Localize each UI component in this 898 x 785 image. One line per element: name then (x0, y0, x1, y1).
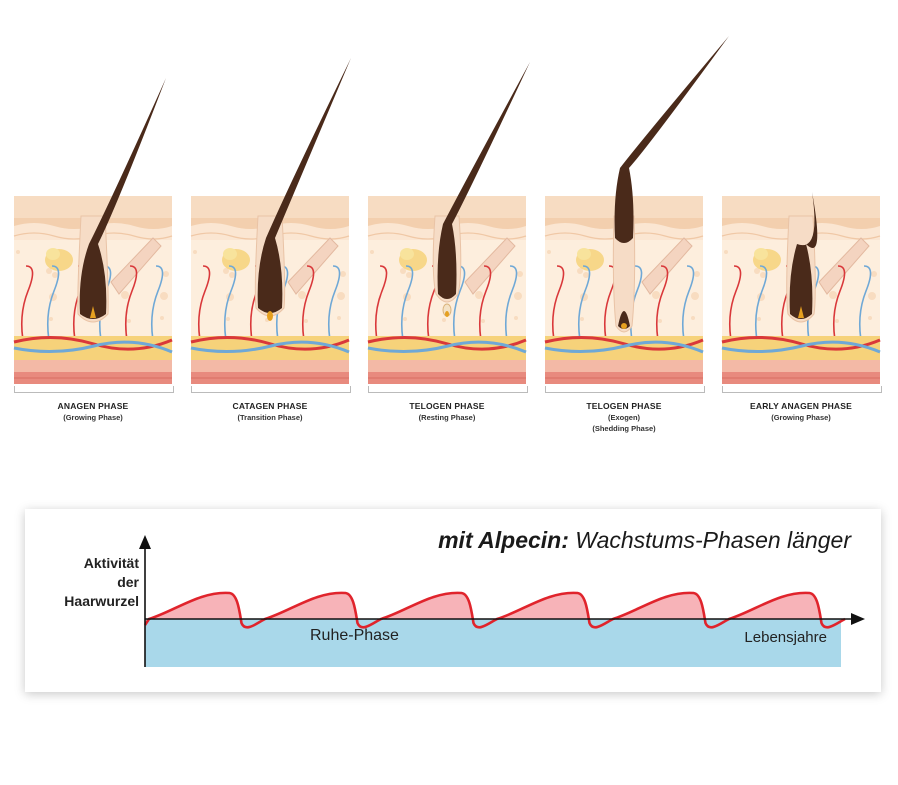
panel-catagen (190, 58, 351, 384)
phase-title: CATAGEN PHASE (232, 401, 308, 411)
panel-telogen (367, 62, 530, 384)
panel-bracket (545, 386, 705, 393)
hair-follicle-illustration (721, 192, 881, 384)
time-axis-label: Lebensjahre (744, 629, 827, 646)
hair-follicle-illustration (13, 78, 173, 384)
phase-subtitle: (Resting Phase) (418, 413, 476, 422)
phase-title: TELOGEN PHASE (409, 401, 485, 411)
hair-follicle-illustration (367, 62, 530, 384)
growth-phase-area (729, 592, 822, 619)
growth-phase-area (381, 592, 474, 619)
phase-subtitle: (Growing Phase) (771, 413, 831, 422)
y-axis-label-line: Aktivität (83, 555, 139, 571)
phase-subtitle-secondary: (Shedding Phase) (592, 424, 656, 433)
rest-phase-label: Ruhe-Phase (310, 627, 399, 644)
y-axis-arrow (139, 535, 151, 549)
chart-title: mit Alpecin: Wachstums-Phasen länger (438, 527, 851, 554)
y-axis-label: Aktivität der Haarwurzel (39, 554, 139, 611)
phase-title: TELOGEN PHASE (586, 401, 662, 411)
panel-bracket (722, 386, 882, 393)
y-axis-label-line: Haarwurzel (64, 593, 139, 609)
panel-exogen (544, 36, 729, 384)
phase-caption-early-anagen: EARLY ANAGEN PHASE (Growing Phase) (716, 401, 886, 423)
phase-title: EARLY ANAGEN PHASE (749, 401, 852, 411)
y-axis-label-line: der (117, 574, 139, 590)
rest-phase-band (145, 619, 841, 667)
hair-follicle-illustration (544, 36, 729, 384)
growth-phase-area (265, 592, 358, 619)
growth-phase-area (149, 592, 242, 619)
phase-caption-exogen: TELOGEN PHASE (Exogen) (Shedding Phase) (539, 401, 709, 434)
phase-subtitle: (Growing Phase) (63, 413, 123, 422)
chart-title-text: Wachstums-Phasen länger (568, 527, 851, 553)
phase-caption-anagen: ANAGEN PHASE (Growing Phase) (8, 401, 178, 423)
activity-chart (139, 535, 865, 667)
growth-phase-area (613, 592, 706, 619)
phase-subtitle: (Transition Phase) (237, 413, 303, 422)
panel-bracket (191, 386, 351, 393)
x-axis-arrow (851, 613, 865, 625)
phase-title: ANAGEN PHASE (57, 401, 129, 411)
phase-caption-telogen: TELOGEN PHASE (Resting Phase) (362, 401, 532, 423)
phase-caption-catagen: CATAGEN PHASE (Transition Phase) (185, 401, 355, 423)
panel-bracket (368, 386, 528, 393)
chart-title-brand: mit Alpecin: (438, 527, 569, 553)
panel-early-anagen (721, 192, 881, 384)
panel-bracket (14, 386, 174, 393)
hair-follicle-illustration (190, 58, 351, 384)
phase-subtitle: (Exogen) (607, 413, 641, 422)
panel-anagen (13, 78, 173, 384)
activity-chart-card: mit Alpecin: Wachstums-Phasen länger Akt… (25, 509, 881, 692)
growth-phase-area (497, 592, 590, 619)
